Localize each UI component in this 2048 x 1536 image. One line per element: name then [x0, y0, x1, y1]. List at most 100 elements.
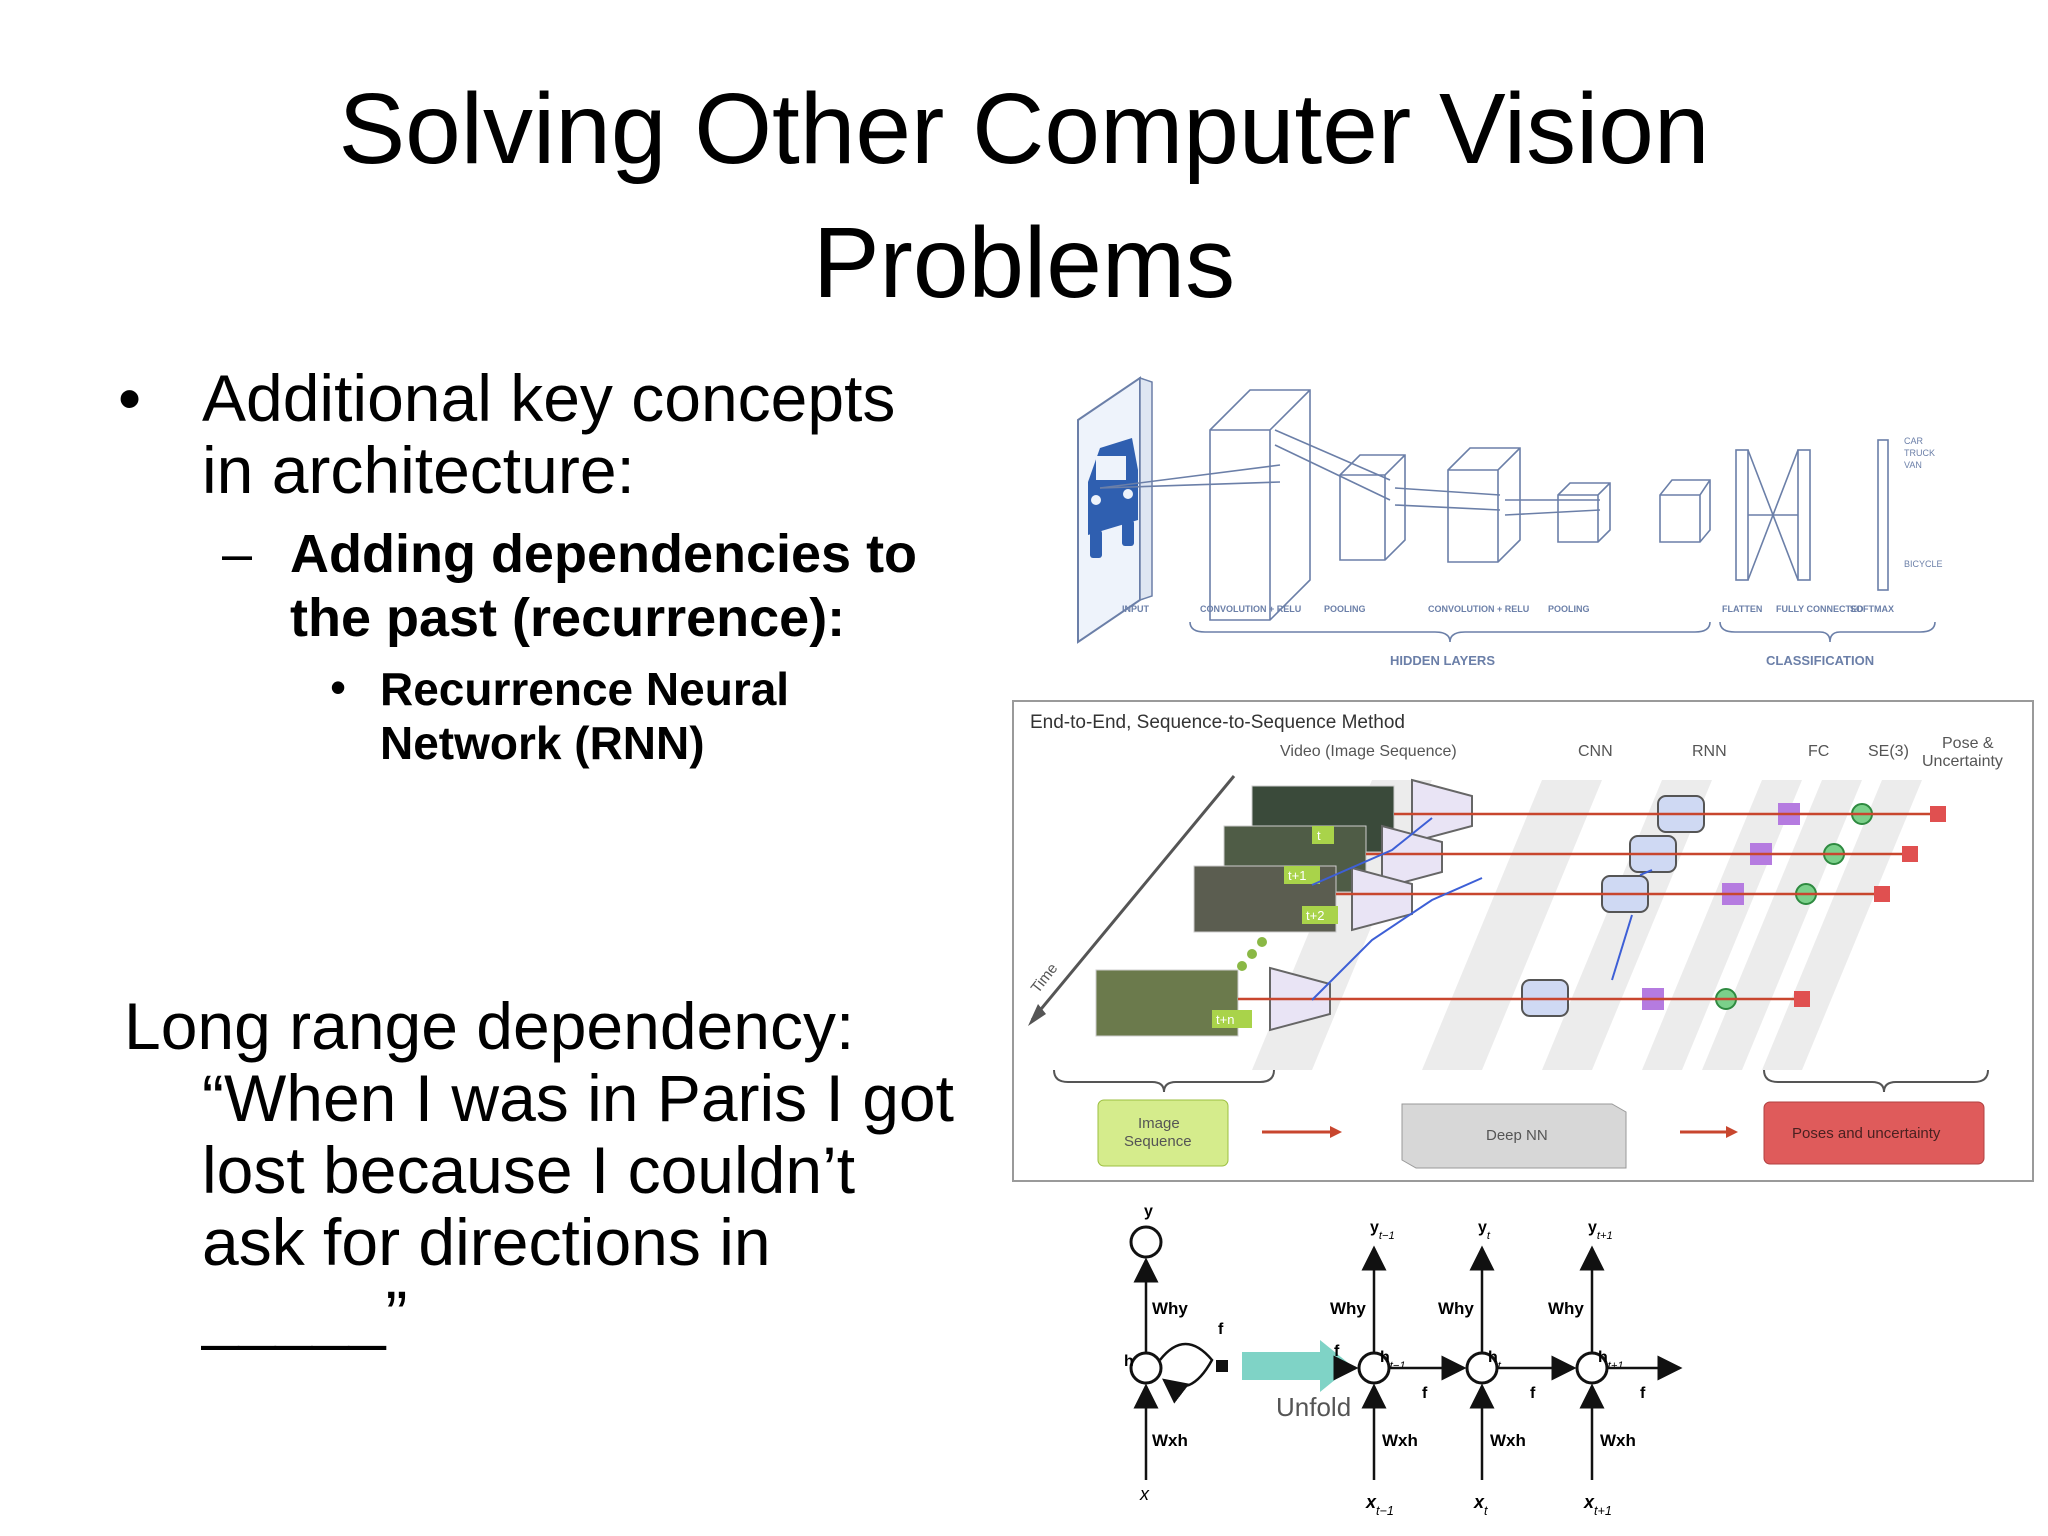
pose-blocks [1794, 806, 1946, 1007]
f-label: f [1640, 1385, 1646, 1402]
hidden-node [1575, 1351, 1609, 1385]
col-fc: FC [1808, 743, 1829, 760]
bullet1-line2: in architecture: [202, 433, 635, 507]
col-rnn: RNN [1692, 743, 1727, 760]
stage-label: CONVOLUTION + RELU [1200, 604, 1301, 614]
para-line-4: ask for directions in [202, 1205, 771, 1279]
cnn-blocks [1269, 778, 1473, 1032]
image-box-line1: Image [1138, 1115, 1180, 1132]
stage-label: FLATTEN [1722, 604, 1762, 614]
video-frames [1095, 785, 1395, 1037]
class-label: VAN [1904, 460, 1922, 470]
bullet-level2: – Adding dependencies to the past (recur… [118, 522, 1018, 650]
arrowhead [1726, 1126, 1738, 1138]
output-label: yt+1 [1588, 1219, 1613, 1242]
bullet-dot-small: • [330, 661, 347, 713]
image-sequence-box [1097, 1099, 1229, 1167]
frame-label: t+n [1216, 1012, 1234, 1027]
subsub-line2: Network (RNN) [380, 717, 705, 769]
bullet-dash: – [222, 524, 253, 584]
unfolded-steps: fyt−1ht−1xt−1WhyWxhfythtxtWhyWxhfyt+1ht+… [1330, 1219, 1683, 1516]
folded-x-label: x [1139, 1484, 1150, 1504]
slide-title: Solving Other Computer Vision Problems [0, 62, 2048, 330]
hidden-node [1465, 1351, 1499, 1385]
col-pose-1: Pose & [1942, 735, 1994, 752]
recurrence-arrows [1311, 817, 1653, 1001]
classification-label: CLASSIFICATION [1766, 653, 1874, 668]
class-brace [1719, 621, 1936, 643]
col-video: Video (Image Sequence) [1280, 743, 1457, 760]
wxh-label: Wxh [1490, 1431, 1526, 1450]
class-label: CAR [1904, 436, 1924, 446]
why-label: Why [1548, 1299, 1584, 1318]
why-label: Why [1330, 1299, 1366, 1318]
output-label: yt [1478, 1219, 1491, 1242]
stage-label: POOLING [1324, 604, 1366, 614]
time-arrowhead [1028, 1004, 1046, 1026]
para-line-1: Long range dependency: [124, 989, 855, 1063]
image-box-line2: Sequence [1124, 1133, 1192, 1150]
time-axis [1030, 775, 1236, 1021]
title-line-1: Solving Other Computer Vision [338, 73, 1710, 185]
seq2seq-figure: End-to-End, Sequence-to-Sequence Method … [1012, 700, 2034, 1182]
col-cnn: CNN [1578, 743, 1613, 760]
para-line-2: “When I was in Paris I got [202, 1061, 954, 1135]
col-pose-2: Uncertainty [1922, 753, 2003, 770]
frame-label: t+2 [1306, 908, 1324, 923]
input-label: xt+1 [1583, 1492, 1612, 1516]
f-label: f [1530, 1385, 1536, 1402]
frame-label: t+1 [1288, 868, 1306, 883]
hidden-layers-label: HIDDEN LAYERS [1390, 653, 1495, 668]
bullet-level1: • Additional key concepts in architectur… [118, 362, 1018, 506]
stage-label: INPUT [1122, 604, 1150, 614]
poses-box [1763, 1101, 1985, 1165]
deep-nn-label: Deep NN [1486, 1127, 1548, 1144]
hidden-node [1357, 1351, 1391, 1385]
f-label: f [1422, 1385, 1428, 1402]
folded-why-label: Why [1152, 1299, 1188, 1318]
bullet-list: • Additional key concepts in architectur… [118, 362, 1018, 770]
sub-line2: the past (recurrence): [290, 588, 846, 648]
para-line-3: lost because I couldn’t [202, 1133, 856, 1207]
folded-rnn: y h f Why Wxh x [1124, 1203, 1228, 1504]
cnn-architecture-figure: CAR TRUCK VAN BICYCLE INPUT CONVOLUTION … [1077, 376, 1943, 668]
bullet-level3: • Recurrence Neural Network (RNN) [118, 661, 1018, 770]
seq-title: End-to-End, Sequence-to-Sequence Method [1030, 712, 1405, 733]
unfold-label: Unfold [1276, 1392, 1351, 1422]
folded-h-label: h [1124, 1353, 1134, 1370]
output-label: yt−1 [1370, 1219, 1395, 1242]
class-label: TRUCK [1904, 448, 1935, 458]
flow-arrows [1238, 812, 1930, 1001]
stage-label: SOFTMAX [1850, 604, 1894, 614]
folded-f-label: f [1218, 1321, 1224, 1338]
stage-label: FULLY CONNECTED [1776, 604, 1864, 614]
wxh-label: Wxh [1600, 1431, 1636, 1450]
folded-y-label: y [1144, 1203, 1153, 1220]
deep-nn-box [1401, 1103, 1627, 1169]
arrowhead [1330, 1126, 1342, 1138]
frame-label: t [1317, 828, 1321, 843]
stage-label: POOLING [1548, 604, 1590, 614]
input-label: xt [1473, 1492, 1488, 1516]
hidden-brace [1189, 621, 1711, 643]
poses-label: Poses and uncertainty [1792, 1125, 1941, 1142]
folded-wxh-label: Wxh [1152, 1431, 1188, 1450]
unfold-arrow [1242, 1340, 1352, 1392]
stage-label: CONVOLUTION + RELU [1428, 604, 1529, 614]
para-line-5: _____” [202, 1277, 408, 1351]
conv-volumes [1099, 389, 1889, 621]
bullet1-line1: Additional key concepts [202, 361, 896, 435]
sub-line1: Adding dependencies to [290, 524, 918, 584]
frame-ellipsis [1237, 937, 1267, 971]
hidden-label: ht [1488, 1349, 1502, 1372]
f-label: f [1334, 1343, 1340, 1360]
rnn-unfold-figure: y h f Why Wxh x Unfold fyt−1ht−1xt−1WhyW… [1124, 1203, 1683, 1516]
subsub-line1: Recurrence Neural [380, 663, 790, 715]
why-label: Why [1438, 1299, 1474, 1318]
wxh-label: Wxh [1382, 1431, 1418, 1450]
input-label: xt−1 [1365, 1492, 1394, 1516]
long-range-paragraph: Long range dependency: “When I was in Pa… [124, 990, 1024, 1350]
bottom-braces [1053, 1069, 1989, 1093]
col-se3: SE(3) [1868, 743, 1909, 760]
class-label: BICYCLE [1904, 559, 1943, 569]
